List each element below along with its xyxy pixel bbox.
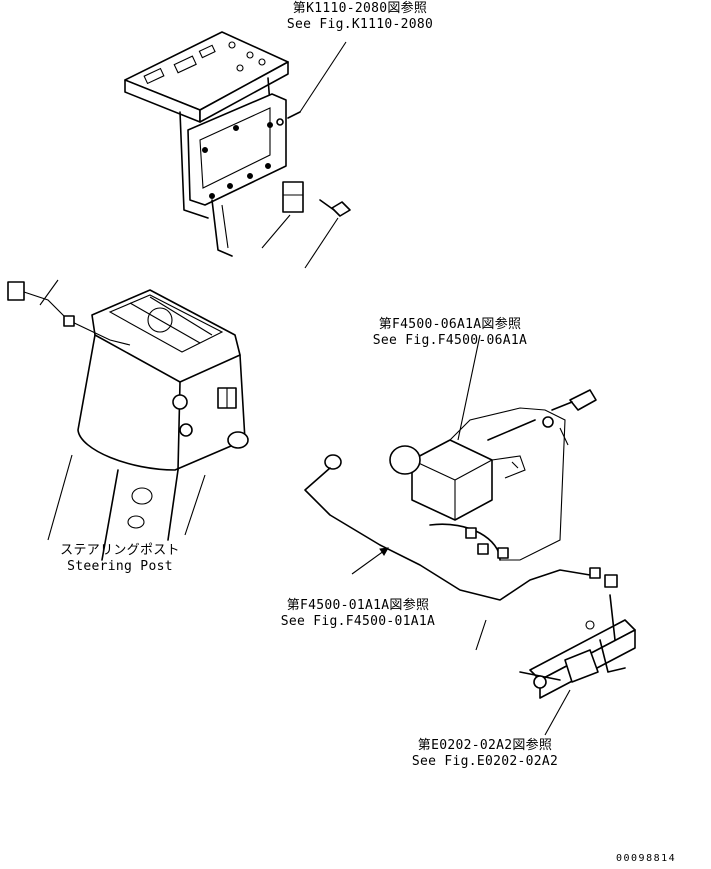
steering-post-label-jp: ステアリングポスト	[60, 543, 180, 558]
lever-assembly	[519, 594, 636, 736]
reference-lever: 第E0202-02A2図参照 See Fig.E0202-02A2	[385, 738, 585, 770]
reference-controller-jp: 第F4500-06A1A図参照	[378, 317, 522, 332]
reference-harness-jp: 第F4500-01A1A図参照	[286, 598, 430, 613]
wire-harness	[304, 454, 618, 651]
controller-unit	[389, 334, 597, 561]
steering-post	[7, 279, 249, 561]
reference-controller-en: See Fig.F4500-06A1A	[372, 333, 528, 348]
reference-bracket-en: See Fig.K1110-2080	[286, 17, 434, 32]
reference-controller: 第F4500-06A1A図参照 See Fig.F4500-06A1A	[350, 317, 550, 349]
reference-harness-en: See Fig.F4500-01A1A	[280, 614, 436, 629]
reference-lever-en: See Fig.E0202-02A2	[411, 754, 559, 769]
reference-harness: 第F4500-01A1A図参照 See Fig.F4500-01A1A	[258, 598, 458, 630]
reference-bracket: 第K1110-2080図参照 See Fig.K1110-2080	[260, 1, 460, 33]
drawing-code: 00098814	[616, 853, 677, 864]
reference-lever-jp: 第E0202-02A2図参照	[417, 738, 553, 753]
upper-bracket	[124, 31, 351, 269]
reference-bracket-jp: 第K1110-2080図参照	[292, 1, 428, 16]
steering-post-label-en: Steering Post	[67, 559, 173, 574]
steering-post-label: ステアリングポスト Steering Post	[50, 543, 190, 575]
